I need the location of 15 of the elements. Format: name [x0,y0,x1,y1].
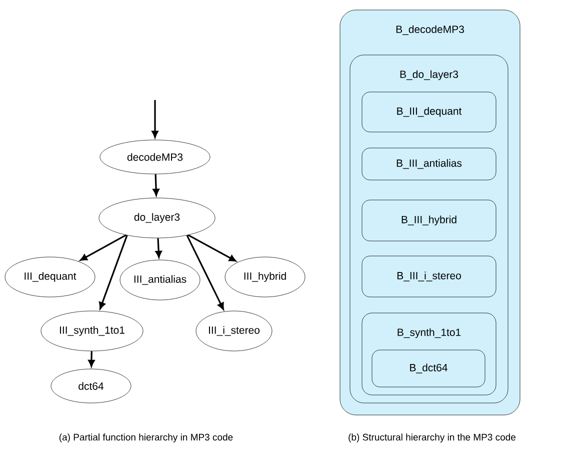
caption: (b) Structural hierarchy in the MP3 code [348,434,516,442]
block-box: B_III_i_stereo [362,256,496,298]
arrow [80,234,126,261]
arrow [152,174,160,196]
arrow [99,235,128,310]
arrow [152,100,158,138]
block-box: B_dct64 [372,350,486,388]
arrow [186,234,224,310]
arrow [188,234,236,262]
block-box: B_III_antialias [362,148,496,180]
block-box: B_III_dequant [362,92,496,132]
block-box: B_III_hybrid [362,200,496,242]
arrow [155,238,162,258]
arrow [88,351,95,367]
caption: (a) Partial function hierarchy in MP3 code [59,434,233,442]
